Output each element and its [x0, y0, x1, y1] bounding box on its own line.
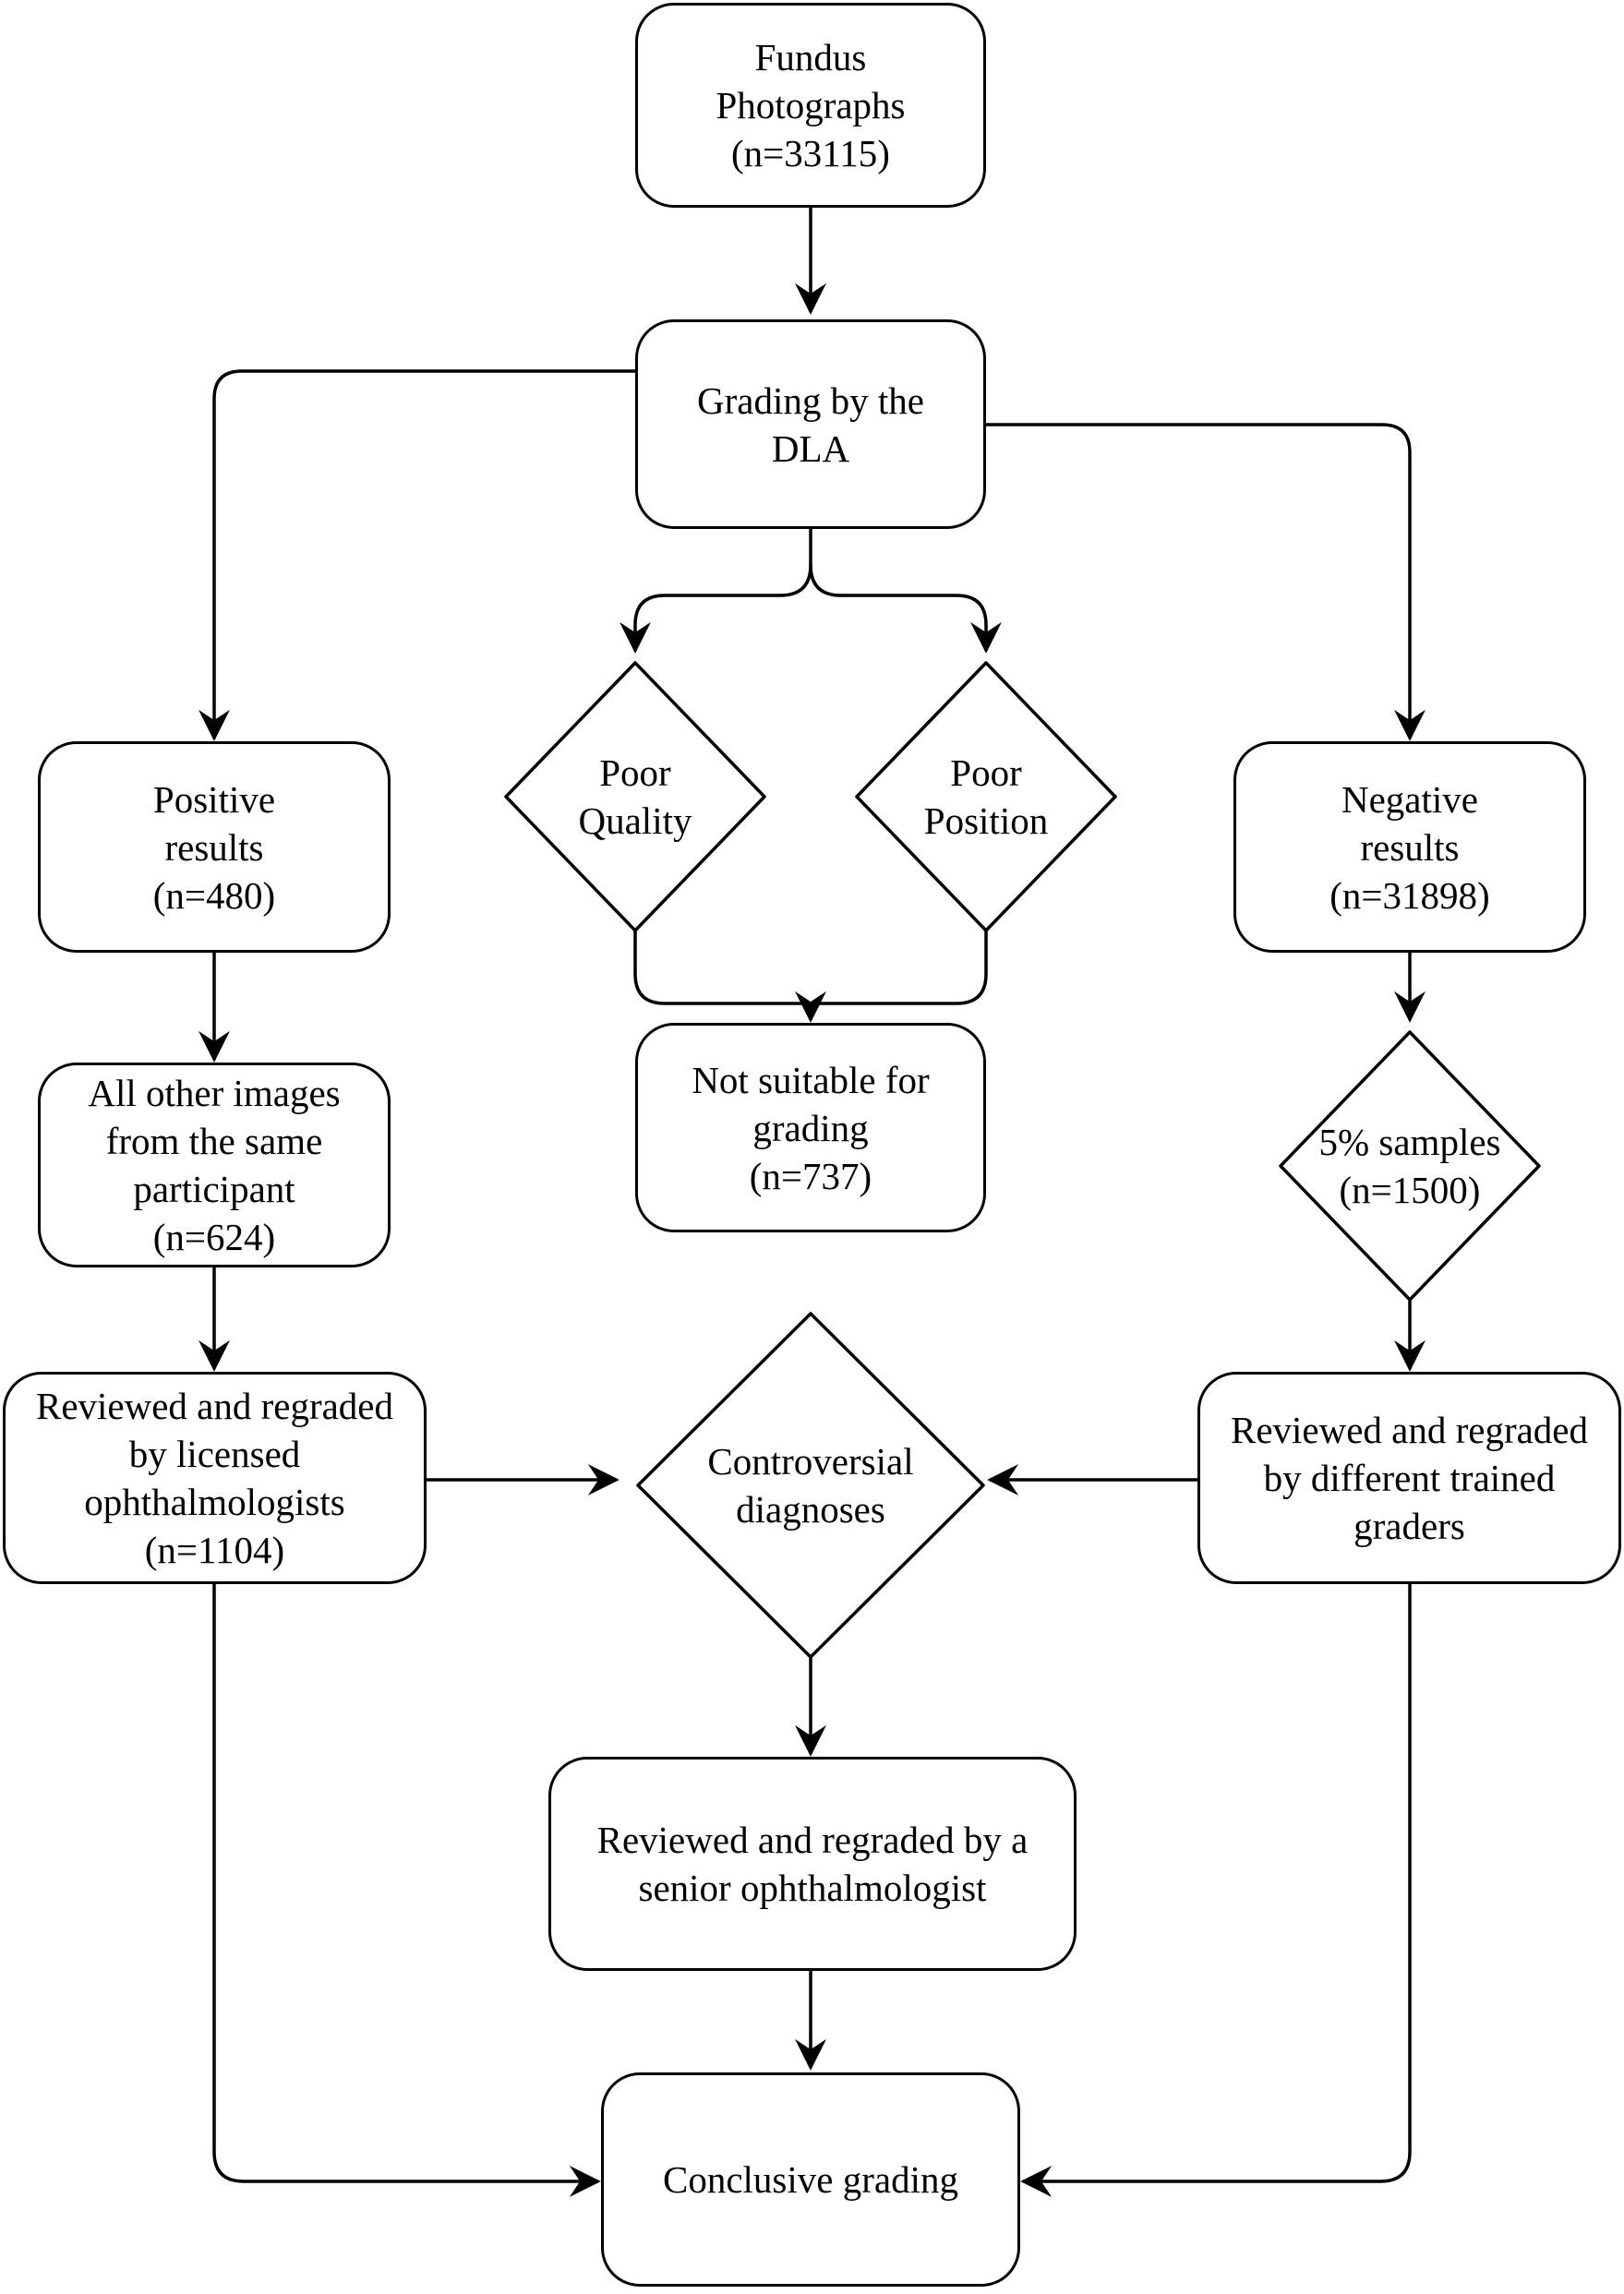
edge-reviewed-trained-to-conclusive [1020, 1584, 1412, 2197]
reviewed-trained-label: Reviewed and regraded by different train… [1230, 1409, 1589, 1547]
poor-position-label: Poor Position [923, 751, 1049, 842]
poor-position-node: Poor Position [875, 727, 1097, 866]
controversial-label: Controversial diagnoses [707, 1440, 914, 1531]
edge-poor-to-not-suitable [633, 931, 988, 1005]
reviewed-trained-node: Reviewed and regraded by different train… [1197, 1372, 1621, 1584]
reviewed-licensed-label: Reviewed and regraded by licensed ophtha… [35, 1385, 394, 1571]
samples-diamond [1279, 1030, 1541, 1302]
conclusive-grading-label: Conclusive grading [663, 2158, 958, 2201]
controversial-node: Controversial diagnoses [663, 1416, 958, 1555]
fundus-photographs-node: Fundus Photographs (n=33115) [635, 3, 986, 208]
poor-quality-diamond [504, 661, 766, 932]
grading-dla-node: Grading by the DLA [635, 319, 986, 529]
edge-grading-to-poor-position [809, 564, 1002, 654]
reviewed-senior-label: Reviewed and regraded by a senior ophtha… [596, 1819, 1029, 1909]
reviewed-senior-node: Reviewed and regraded by a senior ophtha… [548, 1757, 1077, 1971]
fundus-photographs-label: Fundus Photographs (n=33115) [716, 36, 906, 174]
other-images-label: All other images from the same participa… [88, 1072, 341, 1258]
not-suitable-node: Not suitable for grading (n=737) [635, 1023, 986, 1232]
negative-results-node: Negative results (n=31898) [1233, 741, 1586, 953]
positive-results-node: Positive results (n=480) [38, 741, 391, 953]
positive-results-label: Positive results (n=480) [152, 777, 276, 917]
other-images-node: All other images from the same participa… [38, 1063, 391, 1267]
grading-dla-label: Grading by the DLA [697, 378, 924, 470]
samples-label: 5% samples (n=1500) [1318, 1121, 1501, 1211]
poor-quality-label: Poor Quality [578, 751, 692, 842]
poor-position-diamond [855, 661, 1117, 932]
edge-grading-to-positive [198, 369, 635, 741]
not-suitable-label: Not suitable for grading (n=737) [692, 1058, 930, 1197]
controversial-diamond [636, 1312, 985, 1659]
samples-node: 5% samples (n=1500) [1290, 1097, 1530, 1235]
poor-quality-node: Poor Quality [524, 727, 746, 866]
negative-results-label: Negative results (n=31898) [1329, 777, 1490, 917]
reviewed-licensed-node: Reviewed and regraded by licensed ophtha… [3, 1372, 427, 1584]
edge-grading-to-poor-quality [620, 529, 812, 654]
edge-reviewed-licensed-to-conclusive [212, 1584, 601, 2197]
conclusive-grading-node: Conclusive grading [601, 2072, 1020, 2287]
edge-grading-to-negative [986, 423, 1426, 741]
